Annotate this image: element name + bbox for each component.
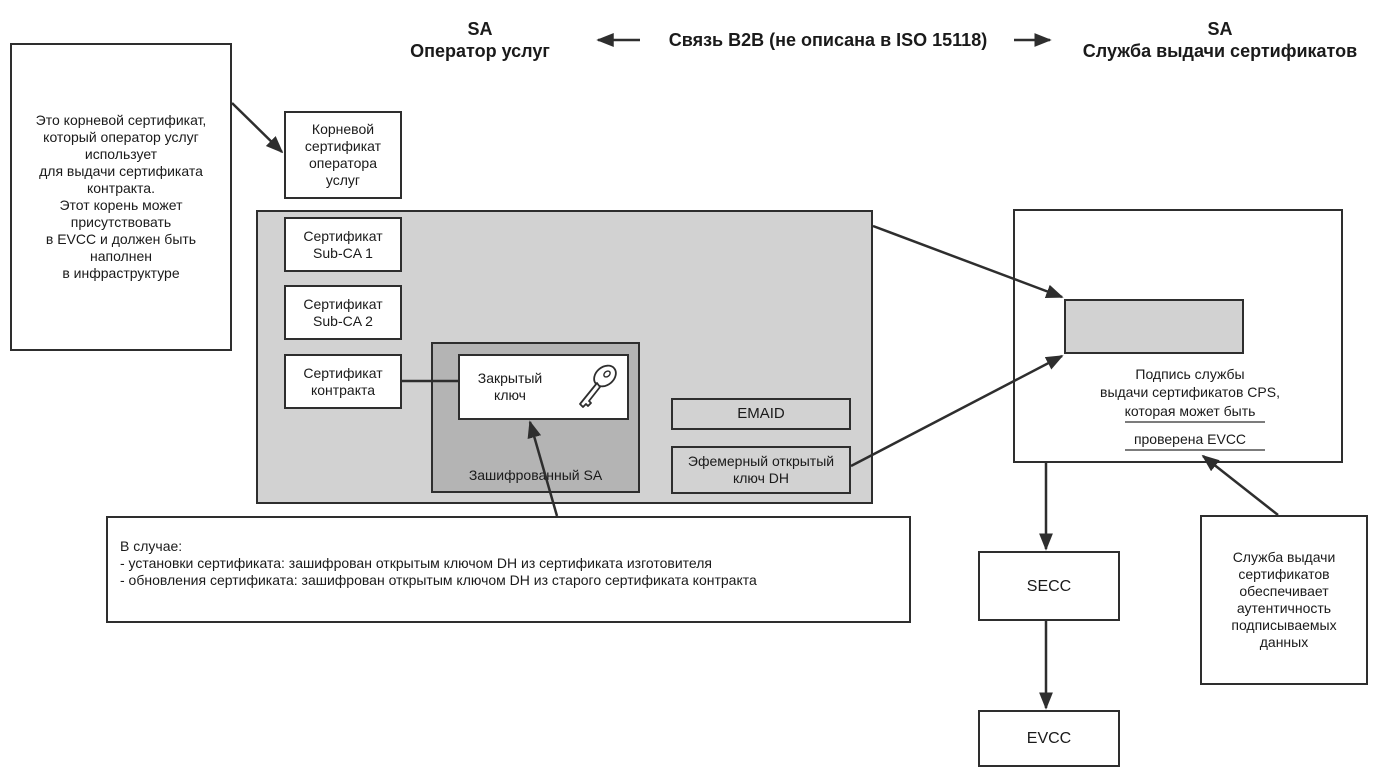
right-sa-label: SA — [1207, 19, 1233, 39]
cps-signature-line2: выдачи сертификатов CPS, — [1100, 384, 1280, 400]
case-note: В случае: - установки сертификата: зашиф… — [106, 516, 911, 623]
left-sa-label: SA — [467, 19, 493, 39]
cps-signature-line4: проверена EVCC — [1133, 431, 1247, 447]
evcc-box: EVCC — [978, 710, 1120, 767]
cps-signature-line1: Подпись службы — [1135, 366, 1245, 382]
ephemeral-dh-key-box: Эфемерный открытый ключ DH — [671, 446, 851, 494]
root-cert-note: Это корневой сертификат, который операто… — [10, 43, 232, 351]
right-sa-title: Служба выдачи сертификатов — [1082, 41, 1358, 61]
dh-to-signature-arrow — [850, 354, 1064, 468]
case-note-line2: - обновления сертификата: зашифрован отк… — [120, 572, 757, 588]
b2b-label: Связь B2B (не описана в ISO 15118) — [668, 30, 988, 50]
private-key-label: Закрытый ключ — [477, 370, 543, 403]
case-note-line1: - установки сертификата: зашифрован откр… — [120, 555, 712, 571]
case-note-title: В случае: — [120, 538, 183, 554]
left-sa-title: Оператор услуг — [410, 41, 550, 61]
service-to-cps-arrow — [1201, 454, 1279, 516]
cps-signature-box — [1064, 299, 1244, 354]
secc-box: SECC — [978, 551, 1120, 621]
contract-certificate: Сертификат контракта — [284, 354, 402, 409]
key-icon — [579, 364, 617, 408]
note-to-root-arrow — [231, 102, 284, 154]
sub-ca2-certificate: Сертификат Sub-CA 2 — [284, 285, 402, 340]
service-note: Служба выдачи сертификатов обеспечивает … — [1200, 515, 1368, 685]
cps-signature-line3: которая может быть — [1124, 403, 1256, 419]
emaid-box: EMAID — [671, 398, 851, 430]
sa-to-signature-arrow — [872, 224, 1064, 299]
sub-ca1-certificate: Сертификат Sub-CA 1 — [284, 217, 402, 272]
root-certificate-box: Корневой сертификат оператора услуг — [284, 111, 402, 199]
encrypted-sa-label: Зашифрованный SA — [468, 467, 603, 483]
case-to-key-arrow — [527, 420, 559, 517]
